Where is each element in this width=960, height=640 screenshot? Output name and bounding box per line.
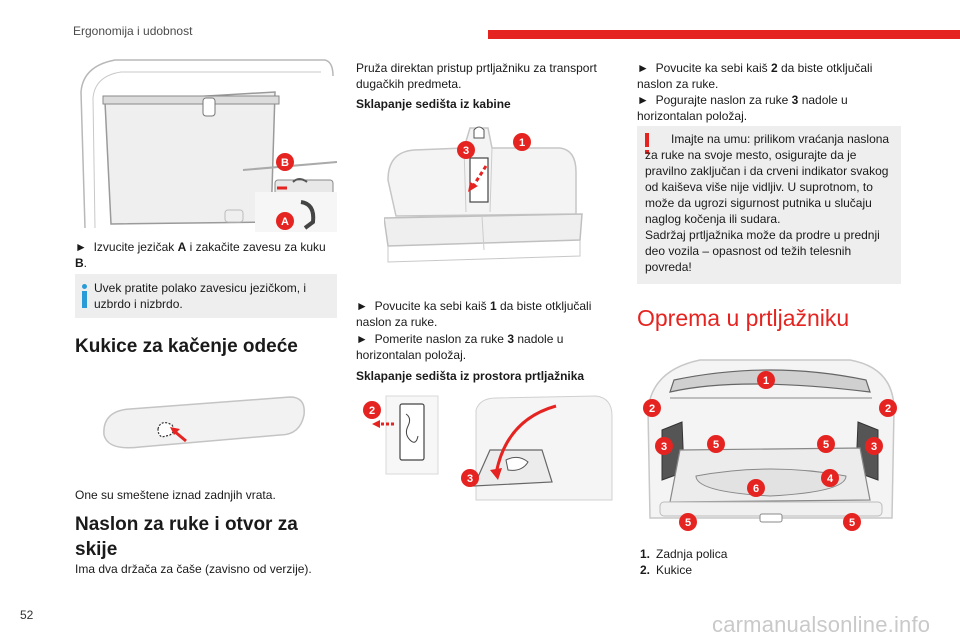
info-icon [81, 284, 87, 308]
step-lower-armrest-cabin: ► Pomerite naslon za ruke 3 nadole u hor… [356, 332, 564, 362]
callout-5-left-top: 5 [713, 439, 719, 451]
step-push-armrest: ► Pogurajte naslon za ruke 3 nadole u ho… [637, 93, 848, 123]
figure-seat-from-trunk: 2 3 [363, 395, 613, 501]
heading-clothes-hooks: Kukice za kačenje odeće [75, 336, 298, 357]
callout-4: 4 [827, 473, 834, 485]
figure-seat-from-cabin: 1 3 [384, 126, 583, 263]
figure-roller-blind: B A [80, 59, 337, 232]
callout-5-left-bottom: 5 [685, 517, 691, 529]
callout-6: 6 [753, 483, 759, 495]
watermark: carmanualsonline.info [712, 612, 931, 637]
running-header: Ergonomija i udobnost [73, 24, 193, 38]
callout-3-right: 3 [871, 441, 877, 453]
trunk-equipment-list: 1.Zadnja polica 2.Kukice [640, 546, 900, 578]
callout-2: 2 [369, 405, 375, 417]
figure-clothes-hook [103, 396, 305, 449]
armrest-text: Ima dva držača za čaše (zavisno od verzi… [75, 562, 312, 576]
page-number: 52 [20, 608, 34, 622]
callout-a: A [281, 216, 289, 228]
callout-1: 1 [519, 137, 525, 149]
header-accent-bar [488, 30, 960, 39]
step-pull-strap-1: ► Povucite ka sebi kaiš 1 da biste otklj… [356, 299, 592, 329]
subheading-from-cabin: Sklapanje sedišta iz kabine [356, 97, 511, 111]
list-item: 1.Zadnja polica [640, 547, 728, 561]
warning-icon [643, 133, 651, 154]
hooks-location-text: One su smeštene iznad zadnjih vrata. [75, 488, 276, 502]
list-item: 2.Kukice [640, 563, 693, 577]
step-pull-strap-2: ► Povucite ka sebi kaiš 2 da biste otklj… [637, 61, 873, 91]
callout-5-right-bottom: 5 [849, 517, 855, 529]
callout-1: 1 [763, 375, 769, 387]
warning-text: Imajte na umu: prilikom vraćanja naslona… [645, 132, 890, 274]
subheading-from-trunk: Sklapanje sedišta iz prostora prtljažnik… [356, 369, 585, 383]
callout-2-right: 2 [885, 403, 891, 415]
info-box: Uvek pratite polako zavesicu jezičkom, i… [75, 274, 337, 318]
callout-3-trunk: 3 [467, 473, 473, 485]
step-attach-blind: ► Izvucite jezičak A i zakačite zavesu z… [75, 240, 326, 270]
ski-hatch-intro: Pruža direktan pristup prtljažniku za tr… [356, 61, 597, 91]
heading-trunk-equipment: Oprema u prtljažniku [637, 305, 850, 331]
figure-trunk-equipment: 1 2 2 3 5 5 3 4 6 5 5 [643, 359, 897, 531]
callout-3: 3 [463, 145, 469, 157]
heading-armrest-ski: Naslon za ruke i otvor za skije [75, 514, 298, 560]
callout-5-right-top: 5 [823, 439, 829, 451]
callout-b: B [281, 157, 289, 169]
warning-box: Imajte na umu: prilikom vraćanja naslona… [637, 126, 901, 284]
callout-2-left: 2 [649, 403, 655, 415]
callout-3-left: 3 [661, 441, 667, 453]
info-text: Uvek pratite polako zavesicu jezičkom, i… [94, 281, 307, 311]
